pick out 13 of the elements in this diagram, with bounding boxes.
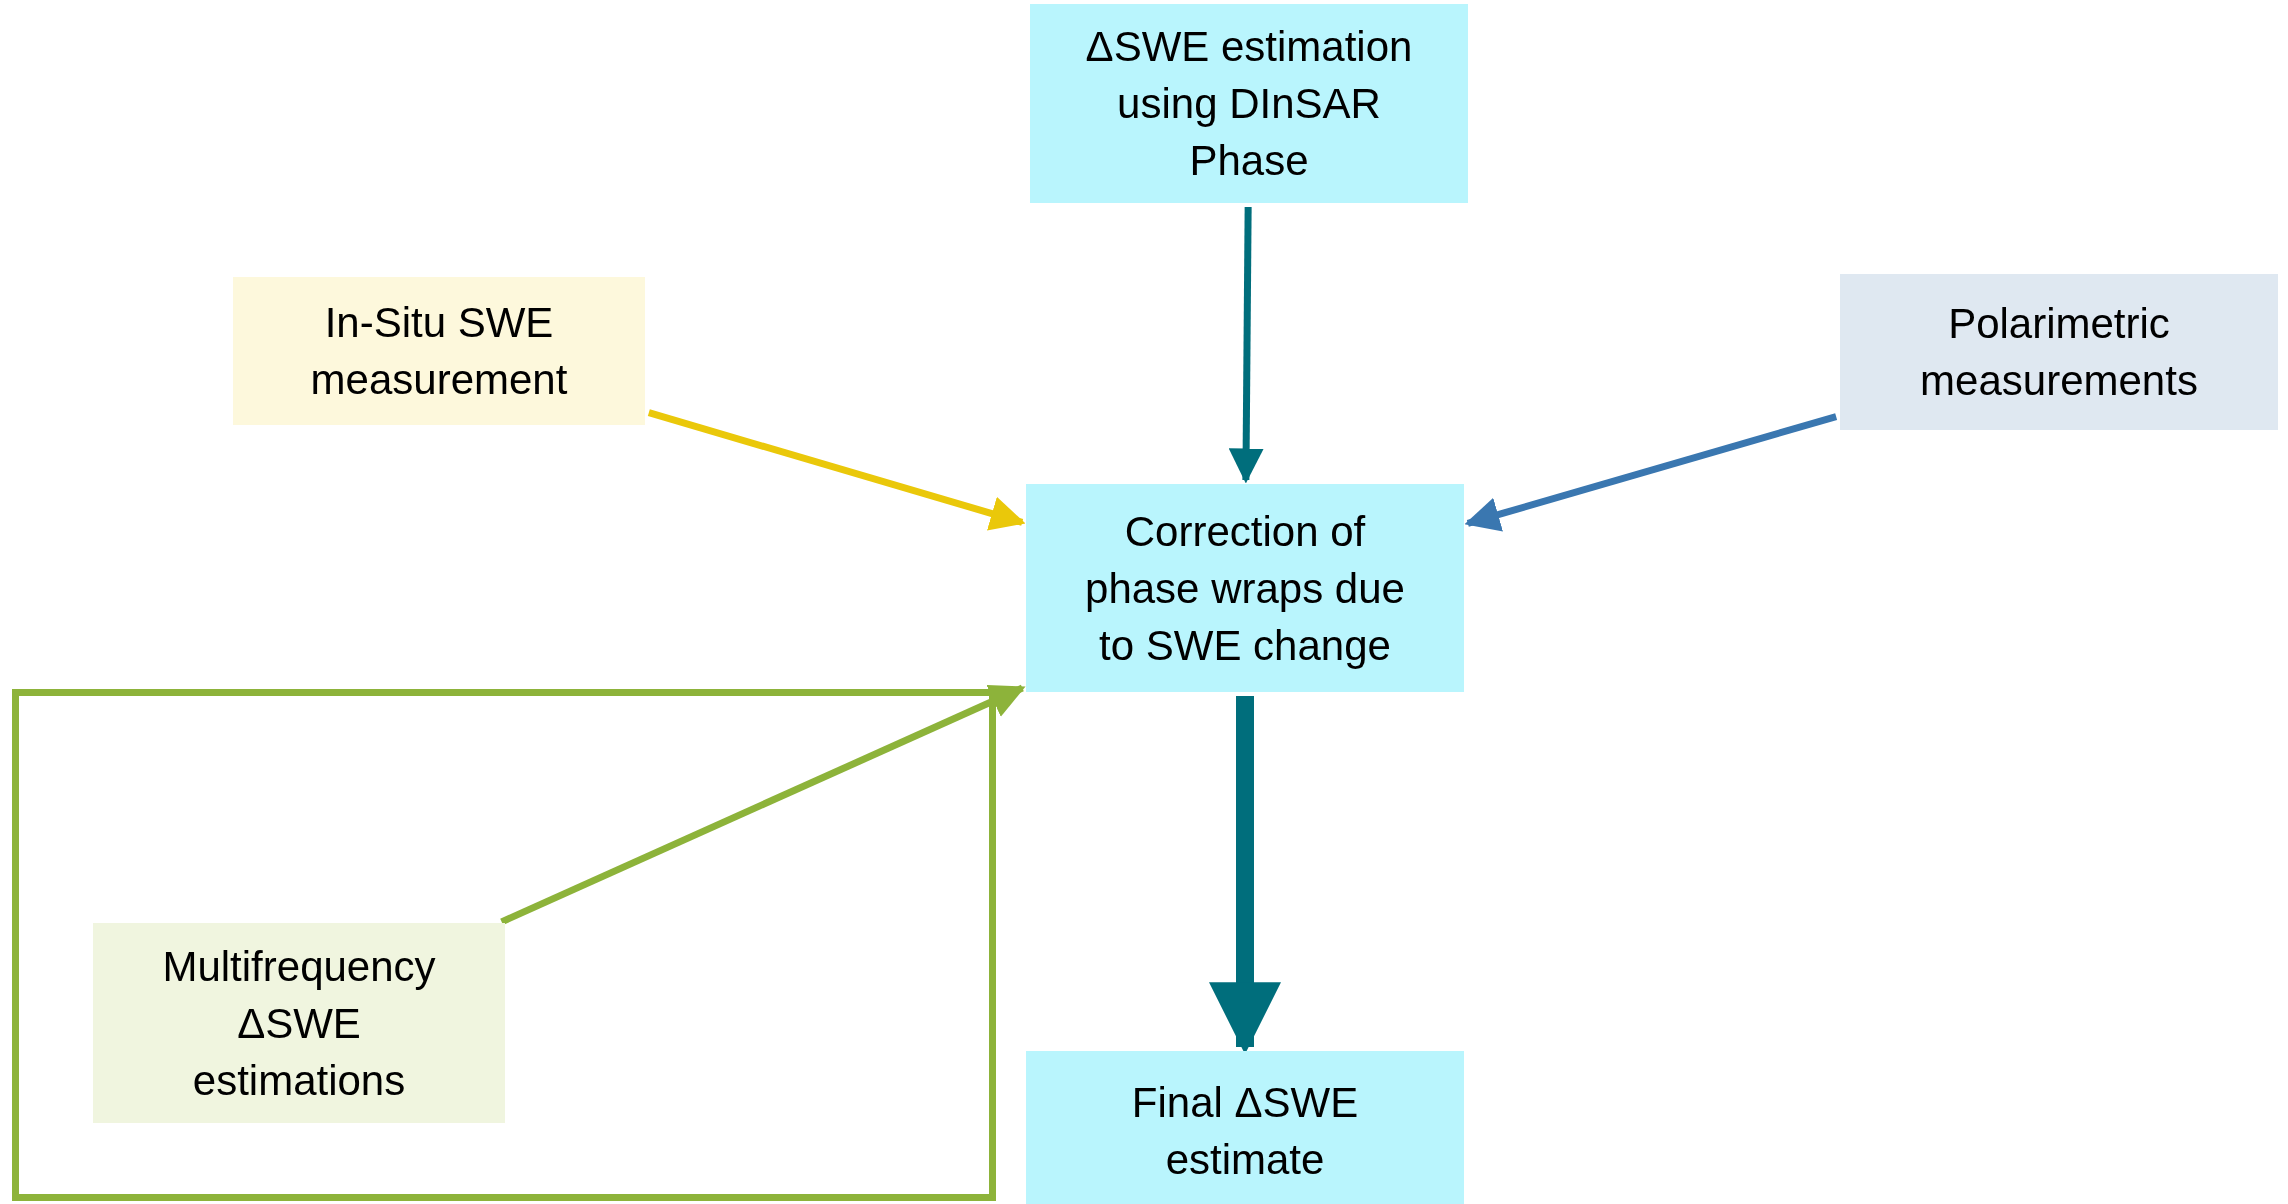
process-box: [233, 277, 645, 425]
box-label: Final ΔSWE estimate: [1130, 1078, 1360, 1185]
process-box: [1026, 1051, 1464, 1204]
box-label: ΔSWE estimation using DInSAR Phase: [1084, 22, 1414, 186]
box-label: Polarimetric measurements: [1919, 299, 2199, 406]
process-box: [1026, 484, 1464, 692]
process-box: [93, 923, 505, 1123]
frame-box: [12, 689, 996, 1201]
box-label: In-Situ SWE measurement: [309, 298, 569, 405]
process-box: [1030, 4, 1468, 203]
process-box: [1840, 274, 2278, 430]
box-label: Correction of phase wraps due to SWE change: [1084, 506, 1406, 671]
box-label: Multifrequency ΔSWE estimations: [161, 941, 437, 1106]
